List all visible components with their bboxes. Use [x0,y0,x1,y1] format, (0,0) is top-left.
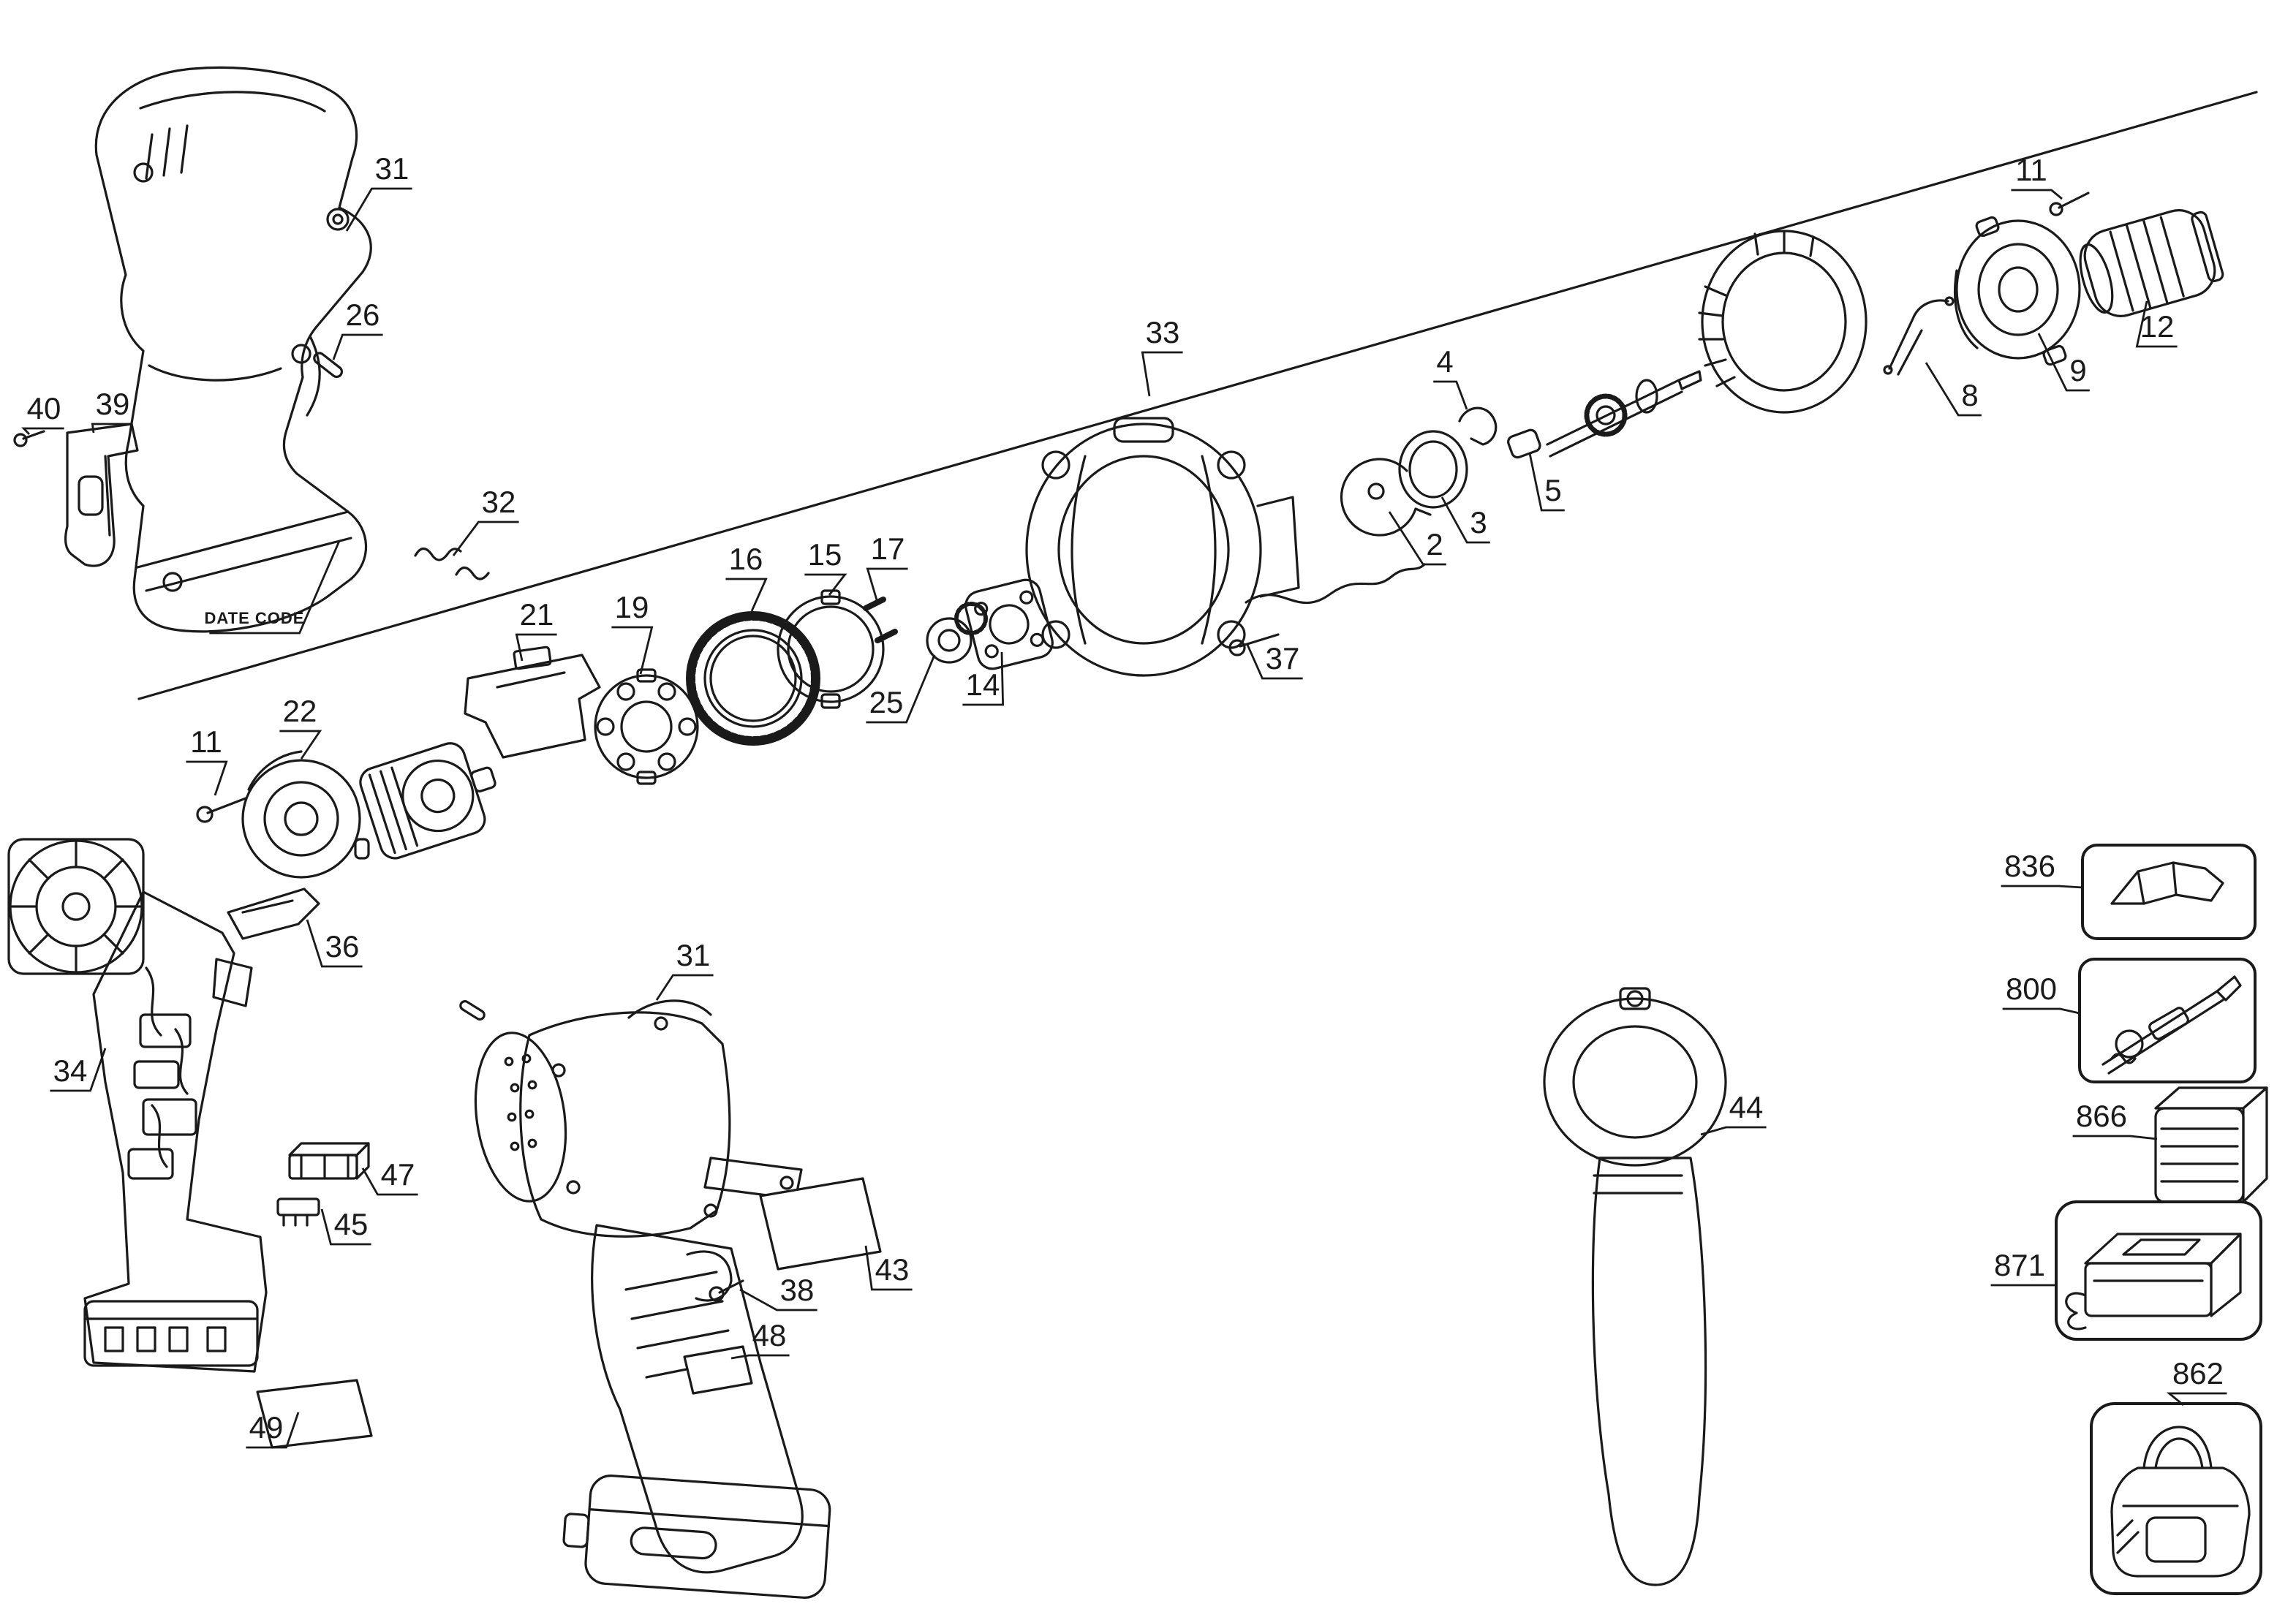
accessory-bit-holder [2080,959,2255,1082]
part-callout-871: 871 [1993,1249,2046,1283]
part-callout-34: 34 [53,1055,88,1089]
part-callout-32: 32 [481,486,516,520]
washer-and-pinion [927,604,986,662]
part-callout-11: 11 [190,726,222,760]
part-callout-8: 8 [1961,379,1979,413]
gear-case [1027,418,1299,675]
part-callout-49: 49 [249,1412,284,1445]
retainer-plate [962,577,1055,672]
ring-gear [687,613,819,744]
part-callout-11: 11 [2015,154,2047,188]
spacer-ring [1400,431,1467,507]
part-callout-800: 800 [2005,973,2058,1007]
part-callout-21: 21 [519,599,554,632]
part-callout-43: 43 [875,1254,910,1287]
part-callout-39: 39 [95,388,130,422]
roll-pin [312,351,344,379]
side-handle [1544,988,1726,1585]
assembly-reference-line [139,92,2257,699]
part-callout-862: 862 [2172,1358,2224,1391]
clutch-drum [1699,231,1866,412]
gear-plate [595,670,698,784]
part-callout-31: 31 [374,153,409,186]
part-callout-17: 17 [870,533,905,567]
chuck [2072,202,2227,325]
part-callout-22: 22 [282,695,317,729]
internal-frame-assembly [9,839,266,1371]
part-callout-4: 4 [1436,346,1454,379]
part-callout-12: 12 [2140,311,2175,344]
spindle-sleeve [1506,428,1541,459]
part-callout-25: 25 [869,686,904,720]
exploded-gearbox-assembly [197,193,2227,877]
switch-module [278,1143,369,1225]
cone-screw [2050,193,2088,215]
wire-harness [1246,564,1424,603]
end-cap-screw [197,798,246,822]
part-callout-37: 37 [1265,643,1300,676]
part-callout-48: 48 [752,1320,787,1353]
part-callout-3: 3 [1470,507,1487,540]
part-callout-45: 45 [333,1208,369,1242]
part-callout-866: 866 [2075,1100,2128,1134]
part-callout-15: 15 [807,539,842,572]
part-callout-16: 16 [728,543,763,577]
part-callout-5: 5 [1544,474,1562,508]
part-callout-38: 38 [779,1274,815,1308]
forward-reverse-lever [228,889,319,939]
part-callout-836: 836 [2004,850,2056,884]
motor-end-cap [243,752,369,877]
part-callout-33: 33 [1145,317,1180,350]
part-callout-36: 36 [325,931,360,964]
accessory-battery-pack [2156,1088,2267,1202]
part-callout-19: 19 [614,591,649,625]
part-callout-14: 14 [965,669,1000,703]
accessory-belt-hook [2082,845,2255,939]
housing-screw [710,1281,743,1301]
part-callout-2: 2 [1426,529,1443,562]
motor-stator [357,733,508,862]
part-callout-40: 40 [26,393,61,426]
part-callout-44: 44 [1729,1091,1764,1125]
part-callout-9: 9 [2069,355,2087,388]
belt-clip [66,424,137,566]
part-callout-47: 47 [380,1159,415,1192]
part-callout-31: 31 [676,939,711,973]
spring-clip-8 [1884,298,1953,374]
part-callout-date-code: DATE CODE [204,610,305,628]
spindle-shaft [1547,371,1701,456]
part-callout-26: 26 [345,299,380,333]
case-screw [1230,635,1278,655]
retaining-clip [1459,408,1496,444]
accessory-charger [2056,1202,2261,1339]
